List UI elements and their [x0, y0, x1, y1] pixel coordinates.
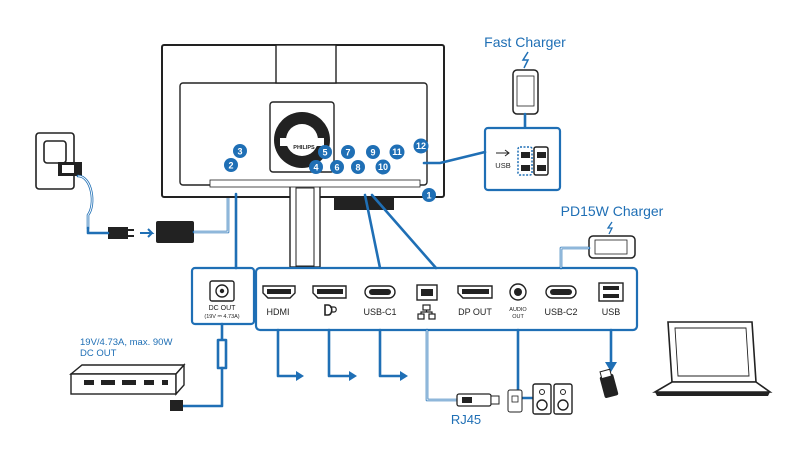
port-panel-link-1 — [363, 193, 382, 270]
laptop-icon — [652, 321, 773, 396]
svg-text:12: 12 — [416, 141, 426, 151]
pd-charger-cable — [559, 246, 591, 270]
svg-text:3: 3 — [237, 147, 242, 157]
usb-port-icon — [598, 282, 624, 302]
ethernet-port-icon — [416, 284, 438, 301]
audio-out-port-icon — [509, 283, 527, 301]
ac-plug-icon — [86, 226, 155, 239]
port-panel-link-2 — [370, 193, 438, 270]
speakers-icon — [532, 383, 573, 415]
usb-c2-port-icon — [545, 285, 577, 299]
wall-outlet-icon — [35, 132, 82, 190]
pd-charger-title: PD15W Charger — [561, 203, 664, 219]
badge-4: 4 — [309, 160, 323, 174]
svg-text:2: 2 — [228, 161, 233, 171]
svg-text:1: 1 — [426, 191, 431, 201]
dc-out-spec: (19V ⎓ 4.73A) — [204, 314, 239, 320]
network-icon — [417, 304, 436, 320]
lightning-icon-2 — [606, 221, 614, 235]
power-dc-out-line: DC OUT — [80, 348, 117, 359]
usb-stick-icon — [599, 368, 619, 398]
svg-text:OUT: OUT — [512, 314, 524, 320]
power-spec-line: 19V/4.73A, max. 90W — [80, 337, 172, 348]
svg-text:8: 8 — [355, 163, 360, 173]
badge-11: 11 — [389, 144, 405, 160]
hdmi-out-cable — [276, 328, 302, 378]
badge-2: 2 — [224, 158, 238, 172]
port-label-usb-c2: USB-C2 — [544, 307, 577, 317]
displayport-logo-icon — [324, 304, 337, 316]
badge-3: 3 — [233, 144, 247, 158]
badge-12: 12 — [413, 138, 429, 154]
port-label-usb: USB — [602, 307, 621, 317]
power-cable-2 — [192, 194, 230, 234]
phone-landscape-icon — [588, 235, 636, 259]
badge-6: 6 — [330, 160, 344, 174]
dc-plug-icon — [170, 400, 183, 411]
badge-7: 7 — [341, 145, 355, 159]
displayport-port-icon — [312, 285, 347, 299]
usb-c1-port-icon — [364, 285, 396, 299]
dc-cable — [216, 322, 228, 370]
side-usb-link — [422, 150, 487, 165]
phone-icon — [512, 69, 539, 115]
power-adapter-icon — [156, 221, 194, 243]
svg-text:5: 5 — [322, 148, 327, 158]
dc-out-panel — [190, 266, 256, 326]
audio-cable — [516, 328, 534, 400]
dp-out-port-icon — [457, 285, 493, 299]
svg-text:7: 7 — [345, 148, 350, 158]
rj45-cable — [425, 328, 459, 402]
badge-5: 5 — [318, 145, 332, 159]
badge-9: 9 — [366, 145, 380, 159]
fast-charger-title: Fast Charger — [484, 34, 566, 50]
port-panel — [254, 266, 639, 332]
side-usb-label: USB — [495, 161, 510, 170]
lightning-icon — [521, 51, 530, 69]
power-cable-1 — [76, 174, 94, 230]
svg-text:9: 9 — [370, 148, 375, 158]
usb-c1-out-cable — [378, 328, 406, 378]
dp-out-cable — [327, 328, 355, 378]
port-label-usb-c1: USB-C1 — [363, 307, 396, 317]
port-label-audio: AUDIO — [509, 307, 527, 313]
badge-1: 1 — [422, 188, 436, 202]
svg-text:10: 10 — [378, 162, 388, 172]
dc-cable-2 — [181, 366, 224, 408]
port-label-hdmi: HDMI — [267, 307, 290, 317]
hdmi-port-icon — [262, 285, 296, 299]
port-label-dp-out: DP OUT — [458, 307, 492, 317]
side-usb-panel — [483, 126, 562, 192]
dc-out-label: DC OUT — [209, 305, 237, 312]
svg-text:6: 6 — [334, 163, 339, 173]
badge-8: 8 — [351, 160, 365, 174]
svg-text:11: 11 — [392, 147, 402, 157]
docking-device-icon — [69, 363, 186, 396]
monitor-brand: PHILIPS — [293, 145, 315, 151]
rj45-title: RJ45 — [451, 412, 481, 427]
badge-10: 10 — [375, 159, 391, 175]
rj45-plug-icon — [456, 389, 523, 413]
svg-text:4: 4 — [313, 163, 318, 173]
